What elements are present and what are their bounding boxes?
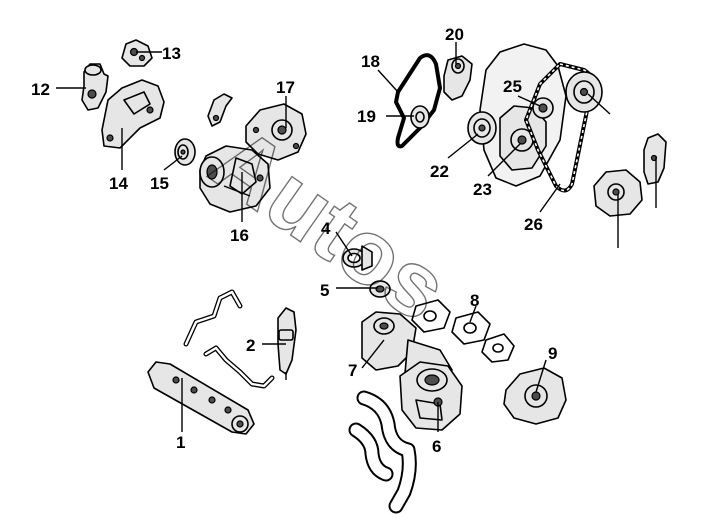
part-24-cam-pulley	[565, 71, 603, 113]
callout-5: 5	[320, 281, 329, 300]
callout-7: 7	[348, 361, 357, 380]
part-19-crank-pulley	[467, 111, 497, 145]
callout-17: 19	[357, 107, 376, 126]
callout-19: 22	[430, 162, 449, 181]
callout-14: 16	[230, 226, 249, 245]
part-1-fuel-rail	[147, 361, 255, 435]
part-18-tensioner	[443, 55, 473, 101]
callout-9: 9	[548, 344, 557, 363]
part-16-auxiliary-belt	[394, 53, 442, 149]
callout-labels: 12 13 14 15 16 17 18 19 20 22 23 25 26 4…	[31, 25, 557, 456]
callout-10: 12	[31, 80, 50, 99]
part-22-tensioner-roller	[532, 97, 554, 119]
part-12-mount-bracket	[101, 79, 165, 149]
callout-20: 23	[473, 180, 492, 199]
part-2-injector	[277, 307, 297, 380]
part-25-housing	[593, 169, 643, 217]
part-9-thermostat-housing	[503, 367, 567, 425]
callout-1: 1	[176, 433, 185, 452]
leader-lines	[56, 42, 657, 432]
callout-12: 14	[109, 174, 128, 193]
callout-8: 8	[470, 291, 479, 310]
part-8-gaskets	[411, 299, 515, 363]
callout-15: 17	[276, 78, 295, 97]
part-4-sealing-ring	[342, 245, 373, 271]
part-15-pump-housing	[245, 103, 307, 161]
part-26-cover-cap	[643, 133, 667, 185]
part-coolant-hose	[348, 390, 417, 514]
callout-22: 25	[503, 77, 522, 96]
callout-18: 20	[445, 25, 464, 44]
callout-23: 26	[524, 215, 543, 234]
callout-2: 2	[246, 336, 255, 355]
part-14-vacuum-pump	[199, 145, 271, 213]
part-20-water-pump	[499, 105, 547, 171]
part-17-idler	[410, 105, 430, 129]
part-fuel-lines	[183, 289, 275, 389]
part-small-bracket	[207, 93, 233, 127]
callout-16: 18	[361, 52, 380, 71]
part-6-turbocharger	[399, 361, 463, 431]
callout-11: 13	[162, 44, 181, 63]
part-13-idler-pulley	[174, 138, 196, 166]
callout-6: 6	[432, 437, 441, 456]
callout-13: 15	[150, 174, 169, 193]
part-11-bracket	[121, 39, 153, 67]
callout-4: 4	[321, 219, 331, 238]
part-10-engine-mount	[81, 63, 109, 111]
part-5-clamp	[369, 280, 391, 298]
